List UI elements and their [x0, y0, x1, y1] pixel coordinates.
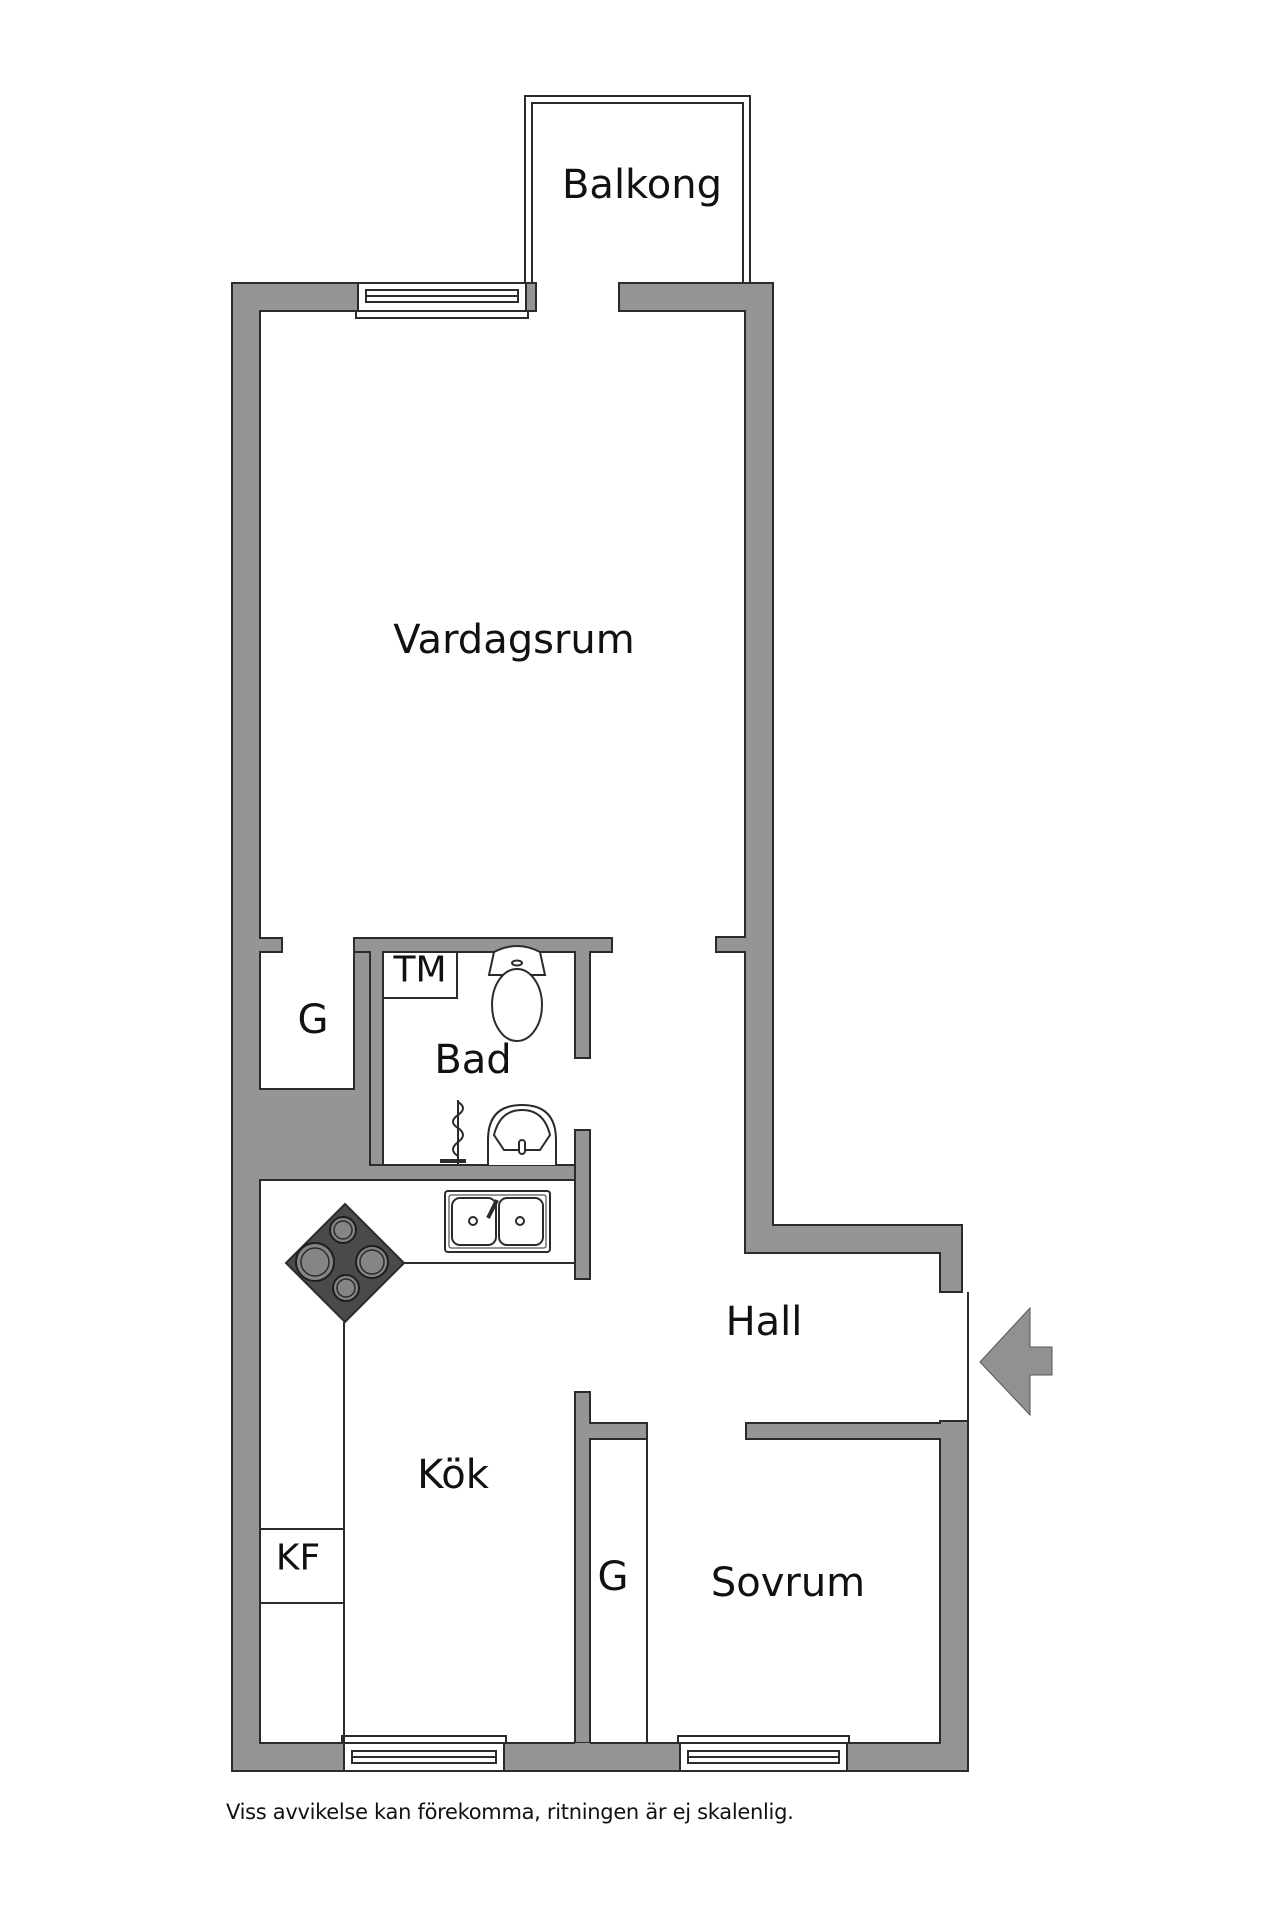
windows	[341, 282, 850, 1772]
laundry-box	[382, 951, 458, 999]
toilet-icon	[487, 945, 547, 1042]
room-label-bedroom: Sovrum	[710, 1560, 866, 1606]
room-label-kitchen: Kök	[417, 1452, 489, 1498]
room-label-hall: Hall	[725, 1299, 803, 1345]
walls	[231, 282, 969, 1772]
disclaimer-note: Viss avvikelse kan förekomma, ritningen …	[226, 1800, 794, 1824]
bathroom-sink-icon	[487, 1103, 557, 1165]
closet-lines	[590, 1439, 680, 1744]
room-label-fridge-freezer: KF	[275, 1537, 321, 1579]
arrow-left-icon	[979, 1306, 1053, 1417]
room-label-closet-upper: G	[297, 997, 329, 1043]
towel-warmer-icon	[440, 1100, 466, 1165]
room-label-closet-lower: G	[597, 1554, 629, 1600]
balcony-outline	[524, 95, 751, 283]
room-label-bathroom: Bad	[434, 1037, 512, 1083]
kitchen-sink-icon	[444, 1190, 551, 1253]
room-label-laundry: TM	[393, 949, 447, 991]
room-label-living-room: Vardagsrum	[393, 617, 635, 663]
room-label-balcony: Balkong	[561, 162, 723, 208]
stove-icon	[284, 1202, 406, 1324]
kitchen-counter	[260, 1262, 575, 1743]
